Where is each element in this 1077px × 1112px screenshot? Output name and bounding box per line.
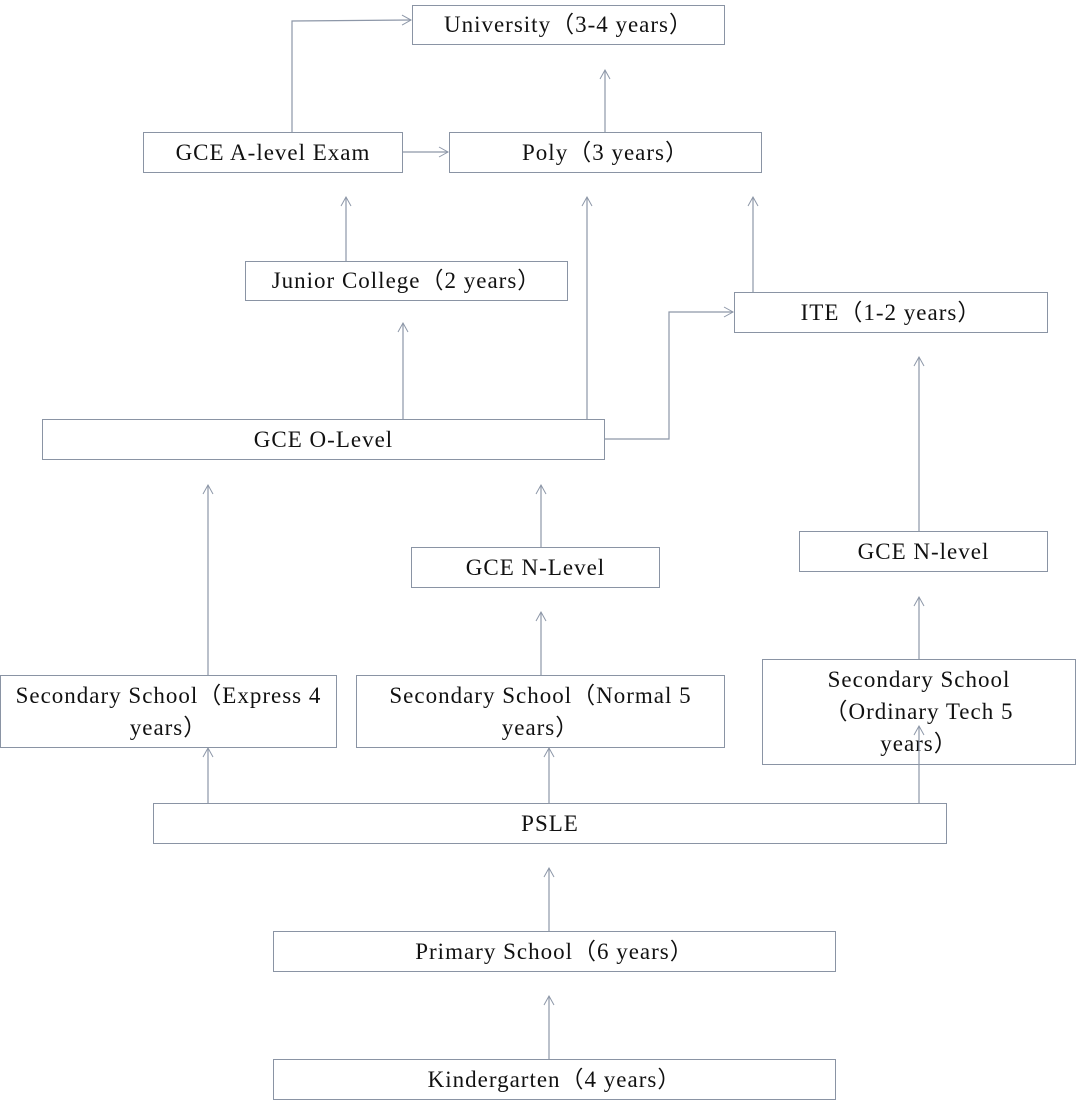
node-kindergarten: Kindergarten（4 years） — [273, 1059, 836, 1100]
node-a-level: GCE A-level Exam — [143, 132, 403, 173]
node-n-level-tech: GCE N-level — [799, 531, 1048, 572]
node-o-level: GCE O-Level — [42, 419, 605, 460]
node-university: University（3-4 years） — [412, 5, 725, 45]
node-poly: Poly（3 years） — [449, 132, 762, 173]
node-primary-school: Primary School（6 years） — [273, 931, 836, 972]
arrow-alevel-to-university — [291, 14, 413, 132]
node-n-level-normal: GCE N-Level — [411, 547, 660, 588]
arrow-olevel-to-ite — [605, 306, 735, 440]
node-secondary-tech: Secondary School（Ordinary Tech 5 years） — [762, 659, 1076, 765]
node-ite: ITE（1-2 years） — [734, 292, 1048, 333]
node-junior-college: Junior College（2 years） — [245, 261, 568, 301]
node-secondary-normal: Secondary School（Normal 5 years） — [356, 675, 725, 748]
node-psle: PSLE — [153, 803, 947, 844]
node-secondary-express: Secondary School（Express 4 years） — [0, 675, 337, 748]
